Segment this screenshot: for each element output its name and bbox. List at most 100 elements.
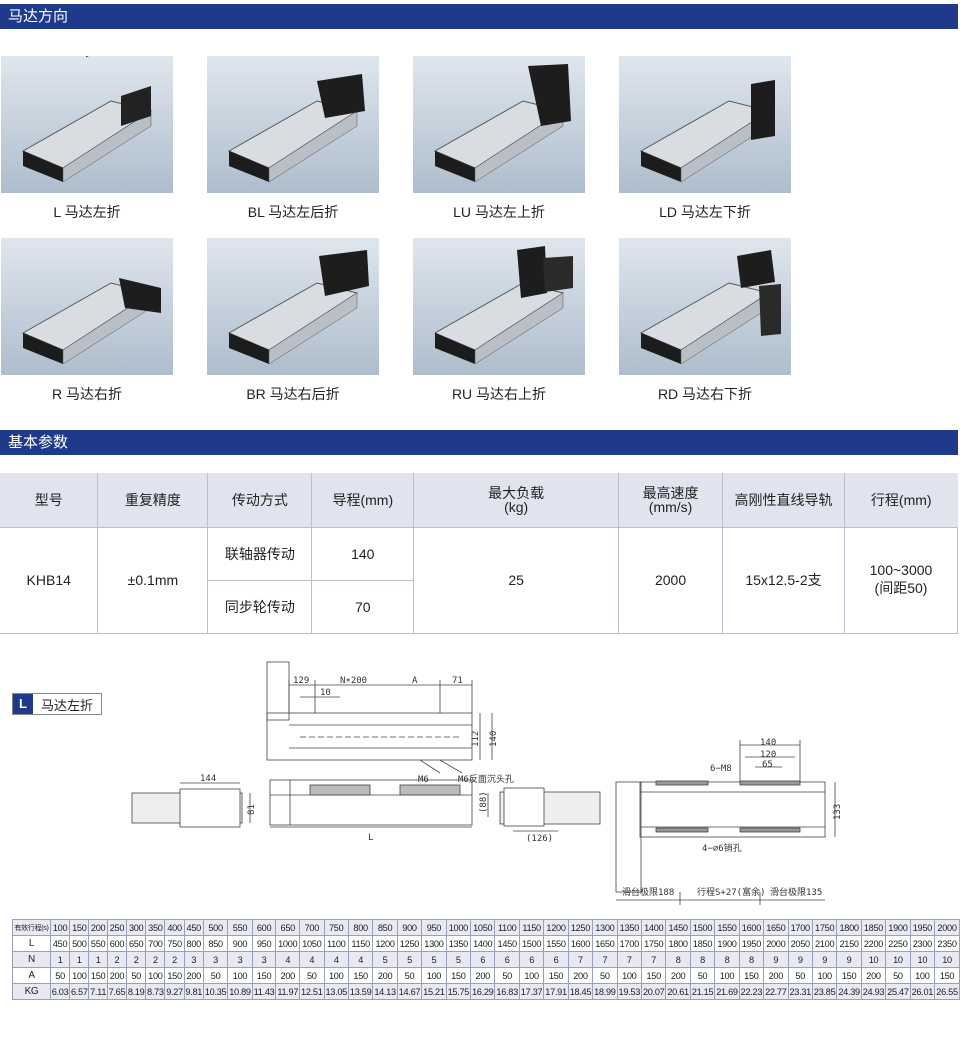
cell-repeat-accuracy: ±0.1mm <box>97 526 209 634</box>
dim-a: A <box>412 676 418 686</box>
dim-cell: 4 <box>347 951 374 968</box>
badge-text: 马达左折 <box>41 697 94 713</box>
dim-cell: 100 <box>616 967 643 984</box>
dim-cell: 2150 <box>836 935 862 952</box>
dim-cell: 1000 <box>275 935 301 952</box>
dim-cell: 16.83 <box>494 983 520 1000</box>
dim-cell: 8.73 <box>145 983 166 1000</box>
motor-option-label: BL 马达左后折 <box>247 204 339 220</box>
dim-cell: 1100 <box>494 919 520 936</box>
dim-cell: 1150 <box>347 935 374 952</box>
motor-option-br: BR 马达右后折 <box>207 238 379 404</box>
dim-cell: 2 <box>106 951 128 968</box>
dim-cell: 800 <box>183 935 204 952</box>
dim-cell: 22.77 <box>763 983 789 1000</box>
dim-cell: 11.97 <box>275 983 301 1000</box>
dim-cell: 2000 <box>934 919 960 936</box>
header-lead: 导程(mm) <box>311 473 414 527</box>
dim-cell: 5 <box>445 951 472 968</box>
dim-cell: 21.69 <box>714 983 740 1000</box>
dim-cell: 1250 <box>567 919 594 936</box>
dim-cell: 4 <box>323 951 349 968</box>
dim-cell: 950 <box>421 919 447 936</box>
motor-option-ld: LD 马达左下折 <box>619 56 791 222</box>
motor-option-lu: LU 马达左上折 <box>413 56 585 222</box>
dim-cell: 150 <box>934 967 960 984</box>
actuator-image <box>207 56 379 193</box>
motor-option-rd: RD 马达右下折 <box>619 238 791 404</box>
header-model: 型号 <box>0 473 98 527</box>
dim-cell: 1950 <box>909 919 936 936</box>
dim-cell: 100 <box>323 967 349 984</box>
dim-cell: 550 <box>88 935 108 952</box>
dim-limit-left: 滑台极限188 <box>622 886 674 898</box>
dim-cell: 13.05 <box>323 983 349 1000</box>
dim-cell: 8 <box>689 951 716 968</box>
dim-cell: 200 <box>860 967 887 984</box>
dim-cell: 1150 <box>518 919 545 936</box>
dim-cell: 1950 <box>738 935 765 952</box>
dim-cell: 13.59 <box>347 983 374 1000</box>
stroke-range: 100~3000 <box>869 562 933 578</box>
dim-cell: 200 <box>183 967 204 984</box>
dim-cell: 200 <box>88 919 108 936</box>
dim-cell: 50 <box>202 967 229 984</box>
dim-88: (88) <box>479 791 489 813</box>
dim-cell: 1500 <box>518 935 545 952</box>
dim-cell: 8 <box>665 951 691 968</box>
dim-cell: 5 <box>396 951 423 968</box>
section-title-motor-direction: 马达方向 <box>0 4 958 29</box>
dim-cell: 1250 <box>396 935 423 952</box>
cell-lead-1: 140 <box>311 526 415 581</box>
header-max-load-line2: (kg) <box>504 498 529 515</box>
actuator-image <box>1 238 173 375</box>
dim-cell: 7 <box>616 951 643 968</box>
motor-option-label: BR 马达右后折 <box>246 386 340 402</box>
dim-cell: 2000 <box>763 935 789 952</box>
dim-cell: 50 <box>49 967 71 984</box>
dim-cell: 800 <box>347 919 374 936</box>
dim-cell: 7 <box>567 951 594 968</box>
dim-cell: 9.27 <box>164 983 185 1000</box>
dim-cell: 2200 <box>860 935 887 952</box>
dim-120: 120 <box>760 750 776 760</box>
dim-cell: 650 <box>126 935 147 952</box>
dim-cell: 3 <box>251 951 277 968</box>
dim-stroke-margin: 行程S+27(富余) <box>697 886 766 898</box>
dim-cell: 350 <box>145 919 166 936</box>
dim-cell: 1900 <box>714 935 740 952</box>
dim-cell: 100 <box>714 967 740 984</box>
dim-l: L <box>368 833 373 843</box>
dim-cell: 1400 <box>470 935 496 952</box>
dim-81: 81 <box>247 804 257 815</box>
dim-cell: 250 <box>106 919 128 936</box>
top-view-motor <box>266 661 290 721</box>
dim-133: 133 <box>833 804 843 820</box>
dim-cell: 1400 <box>640 919 667 936</box>
dim-cell: 9 <box>787 951 813 968</box>
motor-option-label: R 马达右折 <box>52 386 122 402</box>
dim-cell: 100 <box>69 967 90 984</box>
dim-cell: 150 <box>164 967 185 984</box>
dim-cell: 23.85 <box>811 983 838 1000</box>
dim-cell: 100 <box>49 919 71 936</box>
dim-cell: 14.67 <box>396 983 423 1000</box>
dim-144: 144 <box>200 774 216 784</box>
header-max-load: 最大负载(kg) <box>413 473 619 527</box>
dim-cell: 750 <box>164 935 185 952</box>
dim-cell: 2050 <box>787 935 813 952</box>
header-max-load-line1: 最大负载 <box>488 484 545 501</box>
dim-cell: 5 <box>421 951 447 968</box>
dim-cell: 600 <box>106 935 128 952</box>
dim-cell: 1750 <box>811 919 838 936</box>
dim-row-header: A <box>12 967 51 984</box>
dim-cell: 1500 <box>689 919 716 936</box>
dim-cell: 15.21 <box>421 983 447 1000</box>
dim-cell: 1450 <box>665 919 691 936</box>
right-view-motor <box>615 781 642 893</box>
dim-cell: 2300 <box>909 935 936 952</box>
spec-row-1: KHB14 ±0.1mm 联轴器传动 140 25 2000 15x12.5-2… <box>0 526 959 634</box>
dim-cell: 200 <box>763 967 789 984</box>
dim-cell: 1050 <box>299 935 325 952</box>
